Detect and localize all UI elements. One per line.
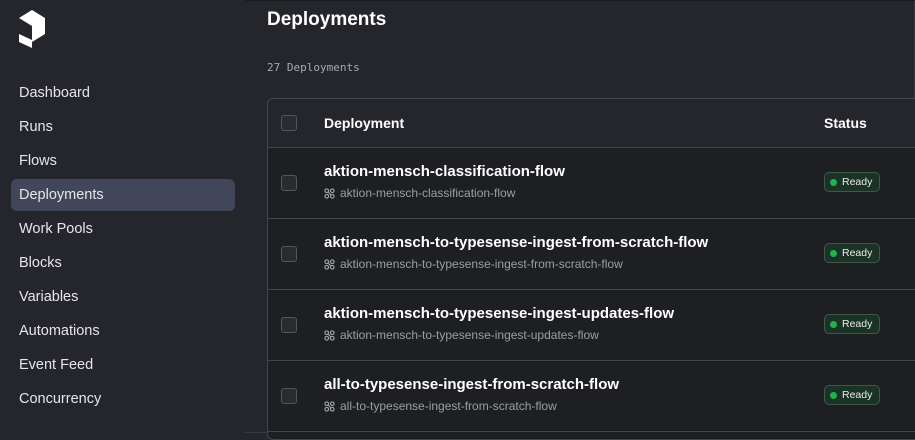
flow-name: all-to-typesense-ingest-from-scratch-flo… [340, 399, 557, 413]
deployment-name-link[interactable]: aktion-mensch-to-typesense-ingest-from-s… [324, 234, 709, 251]
flow-name: aktion-mensch-to-typesense-ingest-update… [340, 328, 599, 342]
status-label: Ready [842, 389, 873, 401]
status-label: Ready [842, 318, 873, 330]
table-row[interactable]: all-to-typesense-ingest-from-scratch-flo… [268, 361, 915, 432]
row-checkbox[interactable] [281, 175, 297, 191]
status-label: Ready [842, 247, 873, 259]
deployment-name-link[interactable]: all-to-typesense-ingest-from-scratch-flo… [324, 376, 620, 393]
deployments-table: Deployment Status aktion-mensch-classifi… [267, 98, 915, 440]
table-header: Deployment Status [268, 99, 915, 148]
status-badge: Ready [824, 314, 881, 334]
sidebar: Dashboard Runs Flows Deployments Work Po… [0, 0, 245, 433]
status-badge: Ready [824, 243, 881, 263]
flow-icon [324, 400, 335, 412]
flow-link[interactable]: all-to-typesense-ingest-from-scratch-flo… [324, 399, 557, 413]
flow-icon [324, 187, 335, 199]
prefect-logo-icon[interactable] [19, 10, 45, 48]
status-badge: Ready [824, 172, 881, 192]
flow-link[interactable]: aktion-mensch-classification-flow [324, 186, 515, 200]
select-all-checkbox[interactable] [281, 115, 297, 131]
sidebar-item-deployments[interactable]: Deployments [11, 179, 235, 211]
sidebar-item-blocks[interactable]: Blocks [19, 255, 62, 271]
status-dot-icon [830, 249, 837, 257]
flow-icon [324, 258, 335, 270]
status-badge: Ready [824, 385, 881, 405]
status-dot-icon [830, 391, 837, 399]
flow-name: aktion-mensch-classification-flow [340, 186, 516, 200]
deployment-name-link[interactable]: aktion-mensch-to-typesense-ingest-update… [324, 305, 675, 322]
row-checkbox[interactable] [281, 388, 297, 404]
deployment-name-link[interactable]: aktion-mensch-classification-flow [324, 163, 565, 180]
flow-name: aktion-mensch-to-typesense-ingest-from-s… [340, 257, 623, 271]
column-header-status: Status [824, 115, 867, 131]
page-title: Deployments [267, 9, 387, 30]
sidebar-item-concurrency[interactable]: Concurrency [19, 391, 102, 407]
status-dot-icon [830, 320, 837, 328]
table-row[interactable]: aktion-mensch-classification-flow aktion… [268, 148, 915, 219]
main-content: Deployments 27 Deployments Deployment St… [267, 0, 915, 440]
status-dot-icon [830, 178, 837, 186]
sidebar-item-runs[interactable]: Runs [19, 119, 53, 135]
flow-icon [324, 329, 335, 341]
sidebar-item-dashboard[interactable]: Dashboard [19, 85, 90, 101]
sidebar-item-work-pools[interactable]: Work Pools [19, 221, 93, 237]
sidebar-item-variables[interactable]: Variables [19, 289, 79, 305]
sidebar-item-automations[interactable]: Automations [19, 323, 100, 339]
status-label: Ready [842, 176, 873, 188]
column-header-deployment: Deployment [324, 115, 405, 131]
table-row[interactable]: aktion-mensch-to-typesense-ingest-update… [268, 290, 915, 361]
sidebar-item-flows[interactable]: Flows [19, 153, 57, 169]
row-checkbox[interactable] [281, 317, 297, 333]
flow-link[interactable]: aktion-mensch-to-typesense-ingest-from-s… [324, 257, 623, 271]
sidebar-item-event-feed[interactable]: Event Feed [19, 357, 94, 373]
sidebar-nav: Dashboard Runs Flows Deployments Work Po… [11, 77, 235, 417]
flow-link[interactable]: aktion-mensch-to-typesense-ingest-update… [324, 328, 599, 342]
table-row[interactable]: aktion-mensch-to-typesense-ingest-from-s… [268, 219, 915, 290]
row-checkbox[interactable] [281, 246, 297, 262]
deployment-count: 27 Deployments [267, 61, 360, 74]
